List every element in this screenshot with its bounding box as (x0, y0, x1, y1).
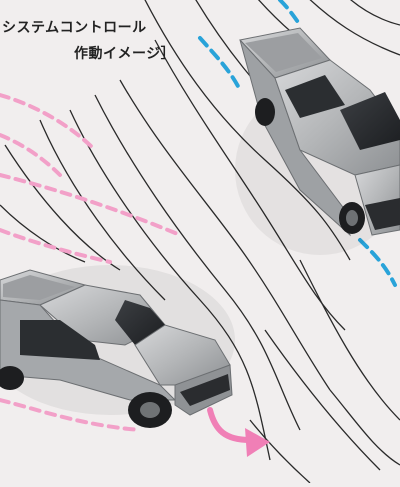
left-vehicle-trail (0, 93, 182, 432)
caption-line-1: システムコントロール (2, 20, 147, 36)
curved-arrow-icon (207, 407, 270, 457)
pickup-truck-right-icon (235, 27, 400, 255)
caption-line-2: 作動イメージ］ (74, 46, 176, 62)
pickup-truck-left-icon (0, 265, 235, 428)
right-vehicle-trail (198, 0, 397, 287)
